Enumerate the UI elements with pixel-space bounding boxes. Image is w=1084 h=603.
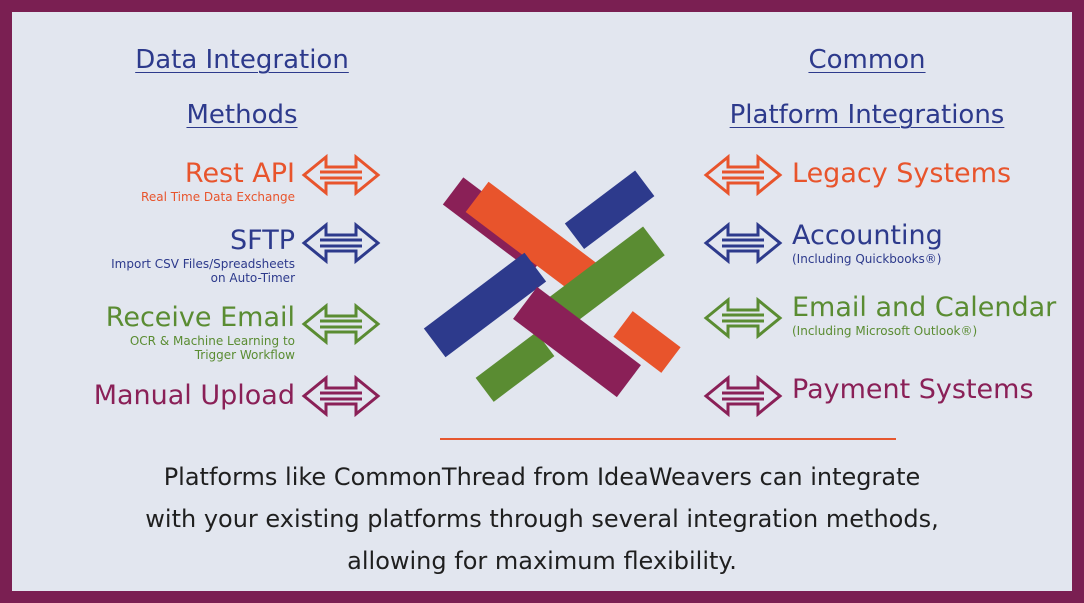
double-arrow-icon (703, 153, 783, 197)
method-title: Manual Upload (93, 380, 295, 411)
footer-text: Platforms like CommonThread from IdeaWea… (12, 456, 1072, 582)
double-arrow-icon (301, 302, 381, 346)
methods-heading-line1: Data Integration (135, 45, 349, 75)
platform-subtitle: (Including Quickbooks®) (792, 252, 942, 266)
methods-heading-line2: Methods (186, 100, 298, 130)
platforms-heading-line2: Platform Integrations (729, 100, 1005, 130)
method-title: Receive Email (105, 302, 295, 333)
method-sftp: SFTP Import CSV Files/Spreadsheets on Au… (111, 225, 295, 285)
platform-subtitle: (Including Microsoft Outlook®) (792, 324, 978, 338)
method-title: Rest API (184, 158, 295, 189)
method-subtitle: Trigger Workflow (194, 348, 295, 362)
platform-title: Accounting (792, 220, 943, 251)
double-arrow-icon (703, 296, 783, 340)
method-manual-upload: Manual Upload (94, 380, 295, 412)
double-arrow-icon (301, 221, 381, 265)
footer-line2: with your existing platforms through sev… (145, 505, 939, 533)
method-title: SFTP (230, 225, 295, 256)
method-subtitle: on Auto-Timer (210, 271, 295, 285)
double-arrow-icon (301, 374, 381, 418)
platform-title: Legacy Systems (792, 158, 1012, 189)
platform-email-calendar: Email and Calendar (Including Microsoft … (792, 292, 1056, 338)
method-rest-api: Rest API Real Time Data Exchange (141, 158, 295, 204)
double-arrow-icon (703, 374, 783, 418)
platform-accounting: Accounting (Including Quickbooks®) (792, 220, 943, 266)
methods-heading: Data Integration Methods (122, 38, 362, 148)
platforms-heading-line1: Common (808, 45, 926, 75)
method-receive-email: Receive Email OCR & Machine Learning to … (106, 302, 295, 362)
divider-line (440, 438, 896, 440)
platforms-heading: Common Platform Integrations (712, 38, 1022, 148)
woven-strips-logo (423, 170, 681, 402)
content-panel: Data Integration Methods Common Platform… (12, 12, 1072, 591)
platform-title: Email and Calendar (792, 292, 1057, 323)
method-subtitle: Real Time Data Exchange (141, 190, 295, 204)
footer-line3: allowing for maximum flexibility. (347, 547, 737, 575)
platform-legacy-systems: Legacy Systems (792, 158, 1011, 190)
platform-payment-systems: Payment Systems (792, 374, 1034, 406)
double-arrow-icon (301, 153, 381, 197)
double-arrow-icon (703, 221, 783, 265)
footer-line1: Platforms like CommonThread from IdeaWea… (163, 463, 921, 491)
platform-title: Payment Systems (792, 374, 1034, 405)
method-subtitle: OCR & Machine Learning to (129, 334, 295, 348)
method-subtitle: Import CSV Files/Spreadsheets (111, 257, 295, 271)
